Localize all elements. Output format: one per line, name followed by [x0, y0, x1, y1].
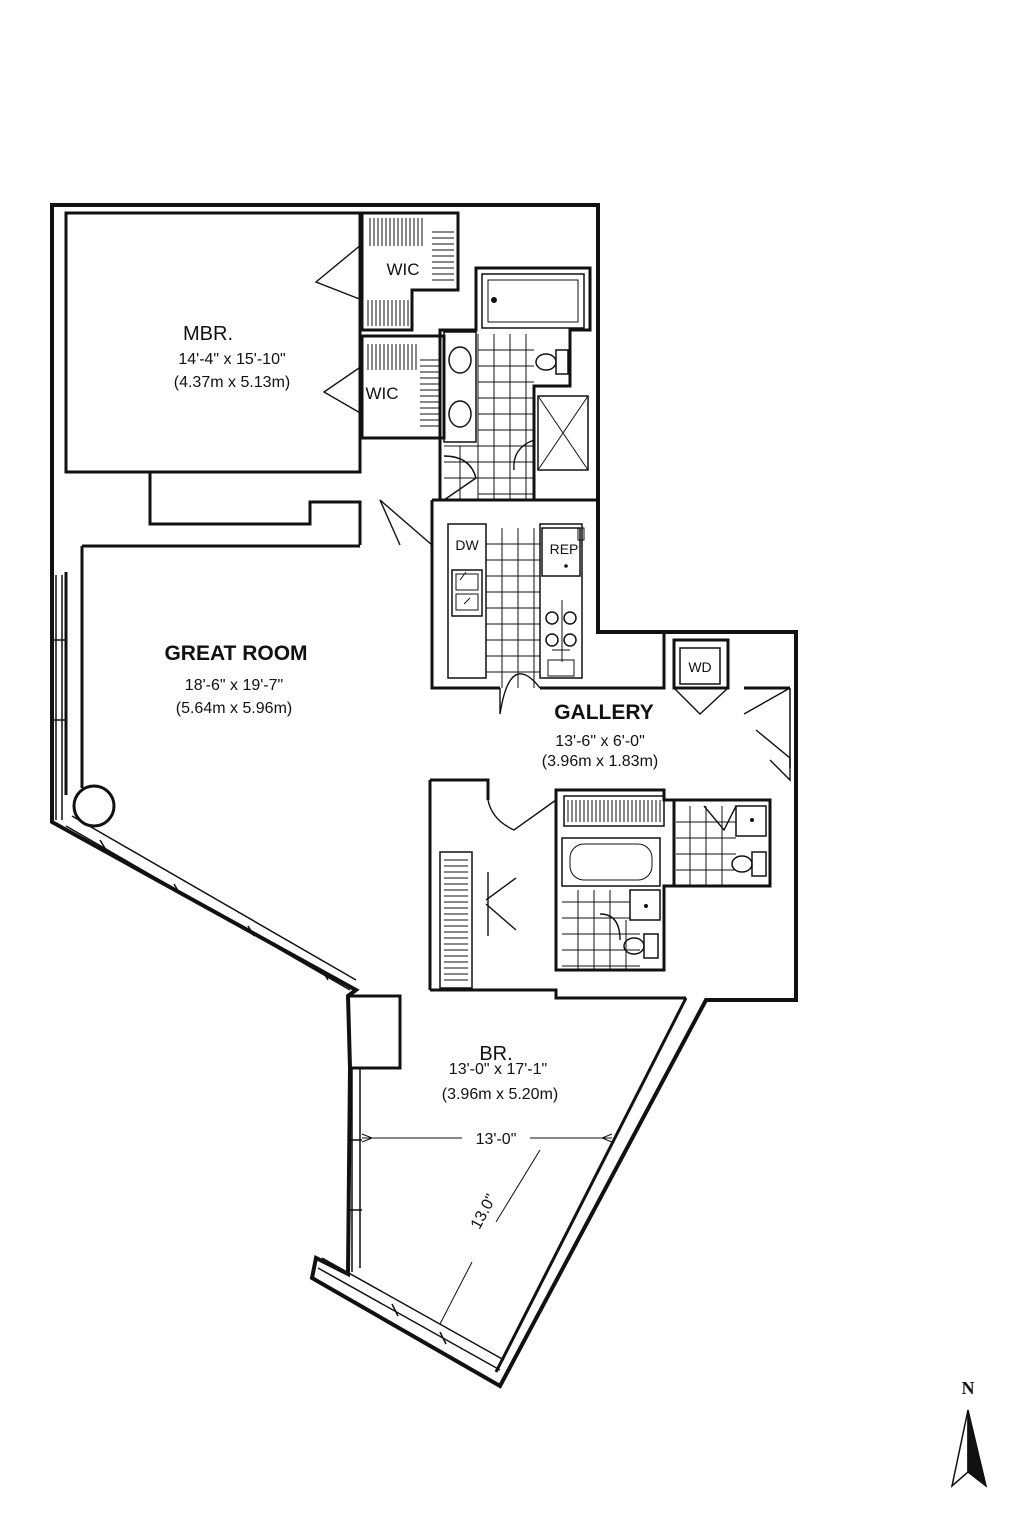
walk-in-closets — [314, 211, 460, 440]
structural-column — [72, 784, 116, 828]
mbr-title: MBR. — [183, 323, 233, 345]
great-room-title: GREAT ROOM — [164, 642, 307, 665]
gallery-dim-metric: (3.96m x 1.83m) — [542, 753, 658, 770]
mbr-dim-imperial: 14'-4" x 15'-10" — [178, 351, 285, 368]
gallery-title: GALLERY — [554, 701, 654, 724]
north-arrow-icon — [950, 1409, 988, 1489]
bedroom-dim-metric: (3.96m x 5.20m) — [442, 1086, 558, 1103]
compass-north-label: N — [962, 1378, 975, 1398]
outer-walls — [50, 203, 798, 1389]
gallery-dim-imperial: 13'-6" x 6'-0" — [555, 733, 645, 750]
second-bathroom — [487, 788, 772, 972]
wic-upper-label: WIC — [386, 260, 419, 279]
gallery-area — [379, 499, 791, 782]
kitchen — [447, 523, 585, 715]
wic-lower-label: WIC — [365, 384, 398, 403]
north-compass: N — [950, 1378, 988, 1489]
great-room-dim-metric: (5.64m x 5.96m) — [176, 700, 292, 717]
horizontal-dimension-label: 13'-0" — [476, 1131, 517, 1148]
mbr-dim-metric: (4.37m x 5.13m) — [174, 374, 290, 391]
washer-dryer-label: WD — [688, 659, 711, 675]
diagonal-dimension-label: 13.0" — [468, 1192, 500, 1232]
bedroom-title: BR. — [479, 1043, 512, 1065]
dishwasher-label: DW — [455, 537, 479, 553]
bedroom-dim-imperial: 13'-0" x 17'-1" — [449, 1061, 547, 1078]
refrigerator-label: REP — [550, 541, 579, 557]
bedroom-closet — [439, 851, 517, 989]
master-bathroom — [438, 266, 592, 502]
great-room-dim-imperial: 18'-6" x 19'-7" — [185, 677, 283, 694]
dimension-lines — [361, 1133, 613, 1325]
